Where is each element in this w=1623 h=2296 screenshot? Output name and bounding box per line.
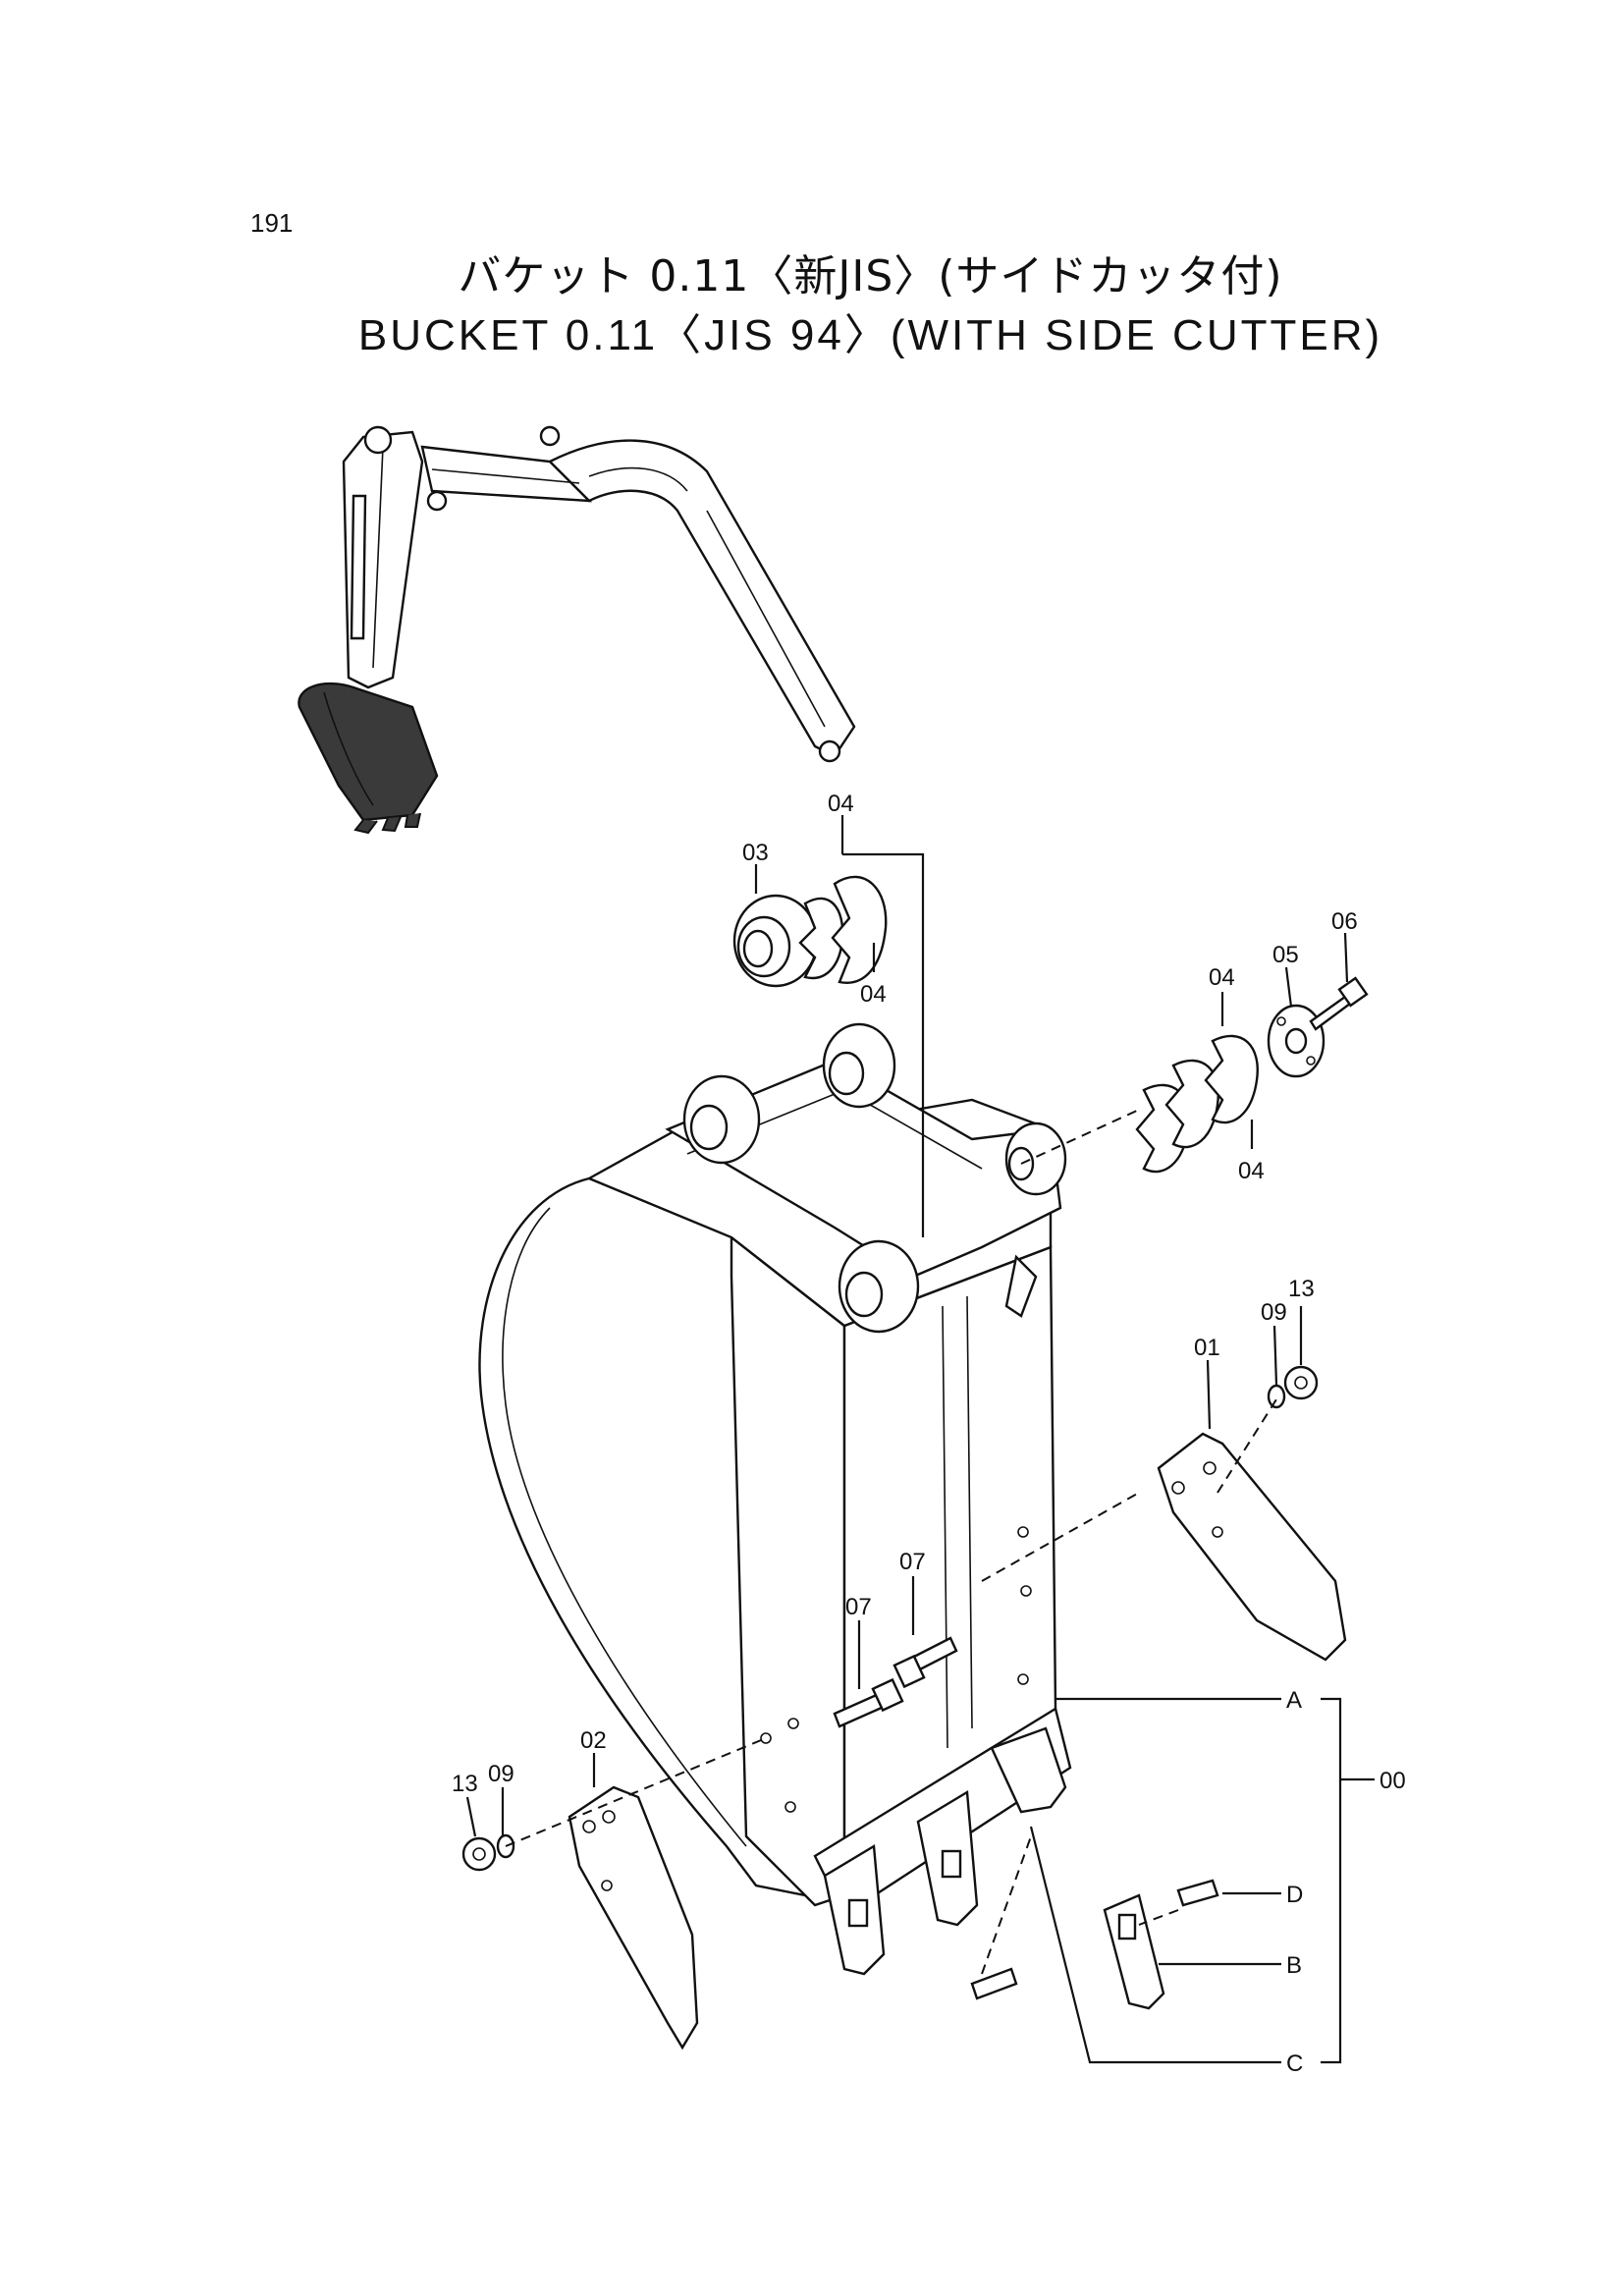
callout-07: 07 — [845, 1594, 872, 1620]
callout-13: 13 — [1288, 1276, 1315, 1302]
title-english: BUCKET 0.11〈JIS 94〉(WITH SIDE CUTTER) — [357, 311, 1383, 359]
side-cutter-01 — [1157, 1432, 1347, 1662]
callout-04: 04 — [828, 791, 854, 817]
callout-B: B — [1286, 1952, 1302, 1979]
callout-01: 01 — [1194, 1335, 1220, 1361]
excavator-arm-illustration — [298, 425, 856, 835]
callout-04: 04 — [860, 981, 887, 1008]
callout-04: 04 — [1209, 964, 1235, 991]
bucket-body — [478, 1022, 1072, 1917]
callout-06: 06 — [1331, 908, 1358, 935]
callout-C: C — [1286, 2050, 1303, 2077]
leader-lines — [465, 815, 1375, 2064]
callout-A: A — [1286, 1687, 1302, 1714]
page-number: 191 — [250, 208, 294, 238]
callout-09: 09 — [1261, 1299, 1287, 1326]
callout-05: 05 — [1272, 942, 1299, 968]
pin-hardware — [732, 875, 1369, 1174]
callout-D: D — [1286, 1882, 1303, 1908]
bucket-teeth — [823, 1726, 1219, 2010]
callout-03: 03 — [742, 840, 769, 866]
callout-labels: 04 03 04 04 05 06 04 13 09 01 07 07 02 1… — [452, 791, 1406, 2077]
title-japanese: バケット 0.11〈新JIS〉(サイドカッタ付) — [458, 251, 1283, 301]
callout-02: 02 — [580, 1727, 607, 1754]
callout-09: 09 — [488, 1761, 514, 1787]
callout-07: 07 — [899, 1549, 926, 1575]
fasteners — [461, 1365, 1319, 1872]
callout-00: 00 — [1380, 1768, 1406, 1794]
callout-04: 04 — [1238, 1158, 1265, 1184]
callout-13: 13 — [452, 1771, 478, 1797]
side-cutter-02 — [568, 1785, 699, 2050]
